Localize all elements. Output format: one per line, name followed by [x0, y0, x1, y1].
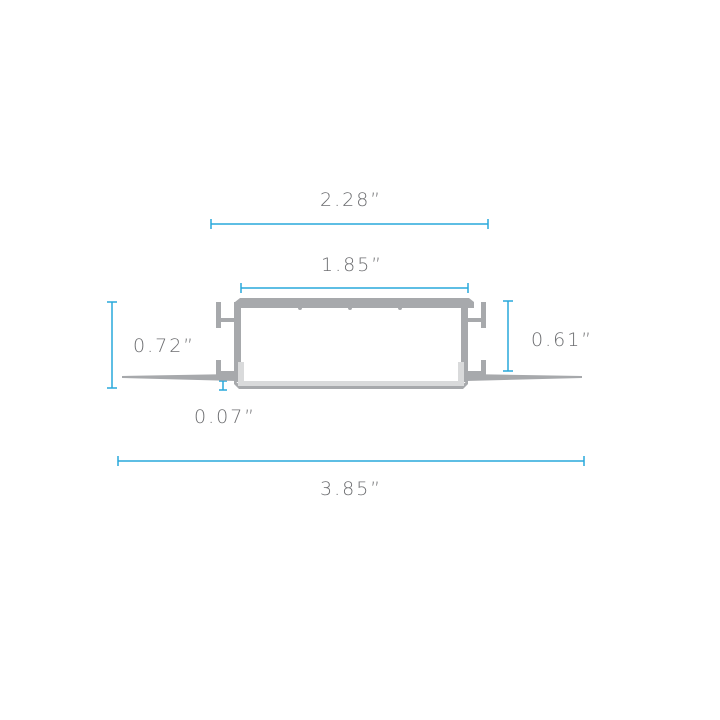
dim-line-channel-height	[503, 300, 513, 372]
dim-line-overall-height	[107, 301, 117, 389]
channel-height-label: 0.61”	[531, 329, 594, 351]
dim-line-inner-channel-width	[240, 283, 469, 293]
aluminum-profile	[122, 298, 582, 389]
inner-channel-width-label: 1.85”	[321, 254, 384, 276]
outer-channel-width-label: 2.28”	[320, 189, 383, 211]
overall-height-label: 0.72”	[133, 335, 196, 357]
dim-line-overall-width	[117, 456, 585, 466]
flange-thickness-label: 0.07”	[194, 406, 257, 428]
dim-line-outer-channel-width	[210, 219, 489, 229]
overall-width-label: 3.85”	[320, 478, 383, 500]
screw-slots	[224, 309, 478, 317]
diffuser-lens	[238, 362, 464, 386]
dim-line-flange-thickness	[219, 380, 227, 391]
